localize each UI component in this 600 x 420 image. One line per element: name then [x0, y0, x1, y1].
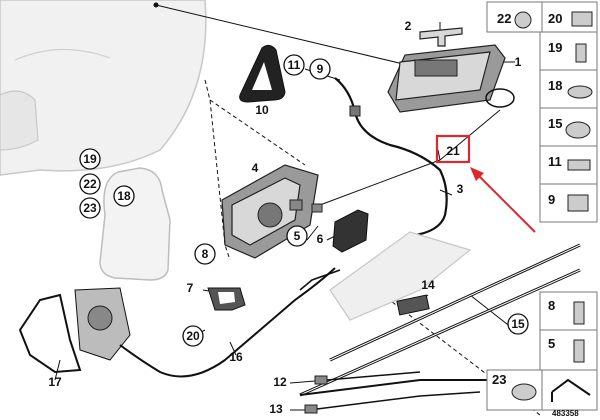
legend-labels: 22 20 19 18 15 11 9 8 5 23: [492, 11, 562, 387]
callout-4: 4: [252, 161, 259, 175]
callout-text: 3: [457, 182, 464, 196]
callout-text: 2: [405, 19, 412, 33]
legend-item-8: 8: [548, 298, 555, 313]
callout-22: 22: [79, 173, 101, 195]
part-12-connector: [314, 371, 421, 385]
part-21-cable: [334, 77, 515, 238]
callout-19: 19: [79, 148, 101, 170]
callout-3: 3: [457, 182, 464, 196]
callout-16: 16: [229, 350, 243, 364]
callout-20: 20: [182, 325, 204, 347]
callout-10: 10: [255, 103, 269, 117]
part-6-actuator: [311, 203, 369, 253]
legend-item-22: 22: [497, 11, 511, 26]
part-18-reservoir: [99, 167, 171, 281]
callout-1: 1: [515, 55, 522, 69]
part-17-frame: [18, 287, 131, 374]
callout-text: 8: [202, 247, 209, 261]
callout-text: 14: [421, 278, 435, 292]
callout-14: 14: [421, 278, 435, 292]
callout-text: 16: [229, 350, 243, 364]
callout-text: 5: [294, 229, 301, 243]
callout-text: 19: [83, 152, 97, 166]
legend-item-20: 20: [548, 11, 562, 26]
callout-15: 15: [507, 313, 529, 335]
diagram-number: 483358: [552, 409, 579, 418]
callout-text: 15: [511, 317, 525, 331]
legend-item-5: 5: [548, 336, 555, 351]
part-7-bracket: [207, 287, 246, 311]
callout-2: 2: [405, 19, 412, 33]
legend-item-9: 9: [548, 192, 555, 207]
part-13-connector: [304, 391, 481, 414]
callout-text: 11: [288, 58, 301, 72]
callout-text: 10: [255, 103, 269, 117]
legend-panel-bottom: [486, 291, 598, 411]
part-10-grommet: [239, 44, 286, 103]
callout-text: 13: [269, 402, 283, 416]
part-1-switch-housing: [387, 44, 506, 113]
callout-text: 18: [117, 189, 131, 203]
callout-6: 6: [317, 232, 324, 246]
part-14-rod-assembly: [299, 231, 581, 397]
part-16-harness: [119, 267, 341, 378]
legend-item-19: 19: [548, 40, 562, 55]
legend-item-18: 18: [548, 78, 562, 93]
callout-13: 13: [269, 402, 283, 416]
callout-text: 6: [317, 232, 324, 246]
callout-text: 22: [83, 177, 97, 191]
part-2-clip: [419, 27, 463, 47]
callout-12: 12: [273, 375, 287, 389]
callout-text: 21: [446, 144, 460, 158]
callout-11: 11: [283, 54, 305, 76]
legend-panel-top: [486, 1, 598, 223]
legend-item-15: 15: [548, 116, 562, 131]
callout-text: 9: [317, 62, 324, 76]
callout-text: 12: [273, 375, 287, 389]
part-4-lock: [221, 164, 319, 259]
callout-8: 8: [194, 243, 216, 265]
callout-9: 9: [309, 58, 331, 80]
callout-text: 23: [83, 201, 97, 215]
callout-23: 23: [79, 197, 101, 219]
tailgate-body: [0, 0, 207, 176]
legend-item-23: 23: [492, 372, 506, 387]
callout-text: 17: [48, 375, 62, 389]
callout-7: 7: [187, 281, 194, 295]
callout-17: 17: [48, 375, 62, 389]
callout-5: 5: [286, 225, 308, 247]
callout-21: 21: [446, 144, 460, 158]
callout-18: 18: [113, 185, 135, 207]
legend-item-11: 11: [548, 154, 562, 169]
callout-text: 1: [515, 55, 522, 69]
callout-text: 7: [187, 281, 194, 295]
callout-text: 4: [252, 161, 259, 175]
highlight-21: [435, 134, 536, 233]
callout-text: 20: [186, 329, 200, 343]
